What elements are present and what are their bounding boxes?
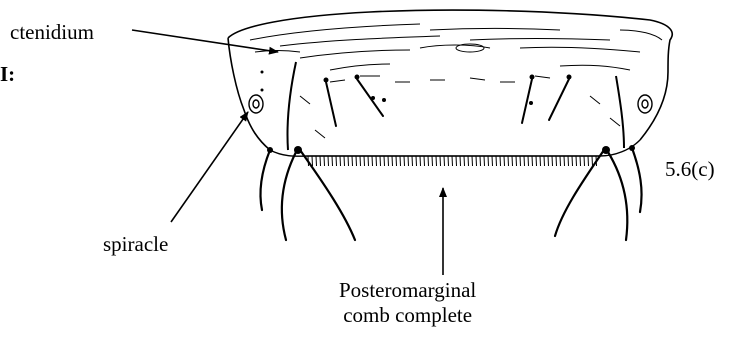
comb-tooth (364, 156, 365, 166)
comb-tooth (560, 156, 561, 166)
arrow-spiracle (171, 112, 248, 222)
comb-tooth (412, 156, 413, 166)
comb-tooth (448, 156, 449, 166)
comb-tooth (504, 156, 505, 166)
comb-tooth (420, 156, 421, 166)
arrow-ctenidium (132, 30, 278, 52)
comb-tooth (380, 156, 381, 166)
tergite-ridges (287, 62, 624, 150)
comb-tooth (428, 156, 429, 166)
roman-numeral-fragment: I: (0, 62, 15, 86)
comb-label-line1: Posteromarginal (339, 278, 476, 303)
comb-tooth (528, 156, 529, 166)
comb-tooth (444, 156, 445, 166)
tergite-texture (300, 76, 620, 138)
comb-tooth (500, 156, 501, 166)
comb-tooth (576, 156, 577, 166)
comb-tooth (592, 156, 593, 166)
pointer-arrows (132, 30, 443, 275)
comb-tooth (432, 156, 433, 166)
comb-tooth (352, 156, 353, 166)
comb-tooth (532, 156, 533, 166)
comb-tooth (320, 156, 321, 166)
comb-tooth (496, 156, 497, 166)
comb-label-line2: comb complete (339, 303, 476, 328)
spiracle-right (638, 95, 652, 113)
comb-tooth (512, 156, 513, 166)
comb-tooth (348, 156, 349, 166)
comb-tooth (468, 156, 469, 166)
comb-tooth (544, 156, 545, 166)
comb-tooth (488, 156, 489, 166)
comb-label: Posteromarginal comb complete (339, 278, 476, 328)
comb-tooth (360, 156, 361, 166)
comb-tooth (400, 156, 401, 166)
comb-tooth (548, 156, 549, 166)
comb-tooth (552, 156, 553, 166)
comb-tooth (336, 156, 337, 166)
comb-tooth (372, 156, 373, 166)
comb-tooth (568, 156, 569, 166)
ctenidium-striae (250, 24, 662, 70)
comb-tooth (540, 156, 541, 166)
comb-tooth (460, 156, 461, 166)
comb-tooth (556, 156, 557, 166)
comb-tooth (392, 156, 393, 166)
comb-tooth (436, 156, 437, 166)
comb-tooth (424, 156, 425, 166)
comb-tooth (564, 156, 565, 166)
comb-tooth (368, 156, 369, 166)
ctenidium-label: ctenidium (10, 20, 94, 44)
comb-tooth (324, 156, 325, 166)
comb-tooth (356, 156, 357, 166)
comb-tooth (588, 156, 589, 166)
comb-tooth (472, 156, 473, 166)
comb-tooth (480, 156, 481, 166)
comb-tooth (404, 156, 405, 166)
comb-tooth (516, 156, 517, 166)
comb-tooth (584, 156, 585, 166)
comb-teeth (308, 156, 597, 166)
comb-tooth (396, 156, 397, 166)
comb-tooth (316, 156, 317, 166)
comb-tooth (384, 156, 385, 166)
comb-tooth (464, 156, 465, 166)
comb-tooth (312, 156, 313, 166)
comb-tooth (416, 156, 417, 166)
comb-tooth (408, 156, 409, 166)
spiracle-label: spiracle (103, 232, 168, 256)
comb-tooth (344, 156, 345, 166)
comb-tooth (476, 156, 477, 166)
comb-tooth (388, 156, 389, 166)
comb-tooth (484, 156, 485, 166)
segment-outline (228, 10, 672, 150)
comb-tooth (340, 156, 341, 166)
comb-tooth (492, 156, 493, 166)
comb-tooth (520, 156, 521, 166)
comb-tooth (456, 156, 457, 166)
comb-tooth (572, 156, 573, 166)
comb-tooth (376, 156, 377, 166)
comb-tooth (452, 156, 453, 166)
comb-tooth (328, 156, 329, 166)
tergite-lower-edge (270, 140, 640, 156)
comb-tooth (508, 156, 509, 166)
spiracle-left (249, 95, 263, 113)
comb-tooth (332, 156, 333, 166)
figure-number: 5.6(c) (665, 157, 715, 181)
comb-tooth (580, 156, 581, 166)
comb-tooth (536, 156, 537, 166)
comb-tooth (440, 156, 441, 166)
comb-tooth (524, 156, 525, 166)
